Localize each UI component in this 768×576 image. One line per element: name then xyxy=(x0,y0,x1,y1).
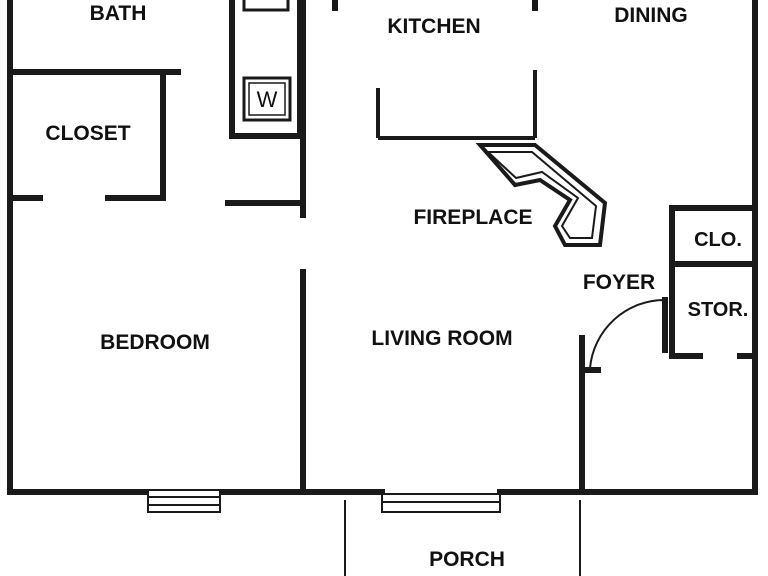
label-closet: CLOSET xyxy=(45,122,130,145)
washer-label: W xyxy=(257,87,278,112)
foyer-door xyxy=(589,297,668,369)
washer-icon: W xyxy=(242,76,292,122)
label-dining: DINING xyxy=(614,4,688,27)
label-porch: PORCH xyxy=(429,548,505,571)
appliance-top xyxy=(242,0,290,12)
label-clo: CLO. xyxy=(694,229,742,251)
label-bedroom: BEDROOM xyxy=(100,331,210,354)
label-living-room: LIVING ROOM xyxy=(371,327,512,350)
bedroom-window xyxy=(147,489,221,513)
label-storage: STOR. xyxy=(688,299,749,321)
label-fireplace: FIREPLACE xyxy=(413,206,532,229)
living-room-window xyxy=(381,493,501,513)
label-bath: BATH xyxy=(90,2,147,25)
fireplace-shape xyxy=(475,143,608,247)
label-foyer: FOYER xyxy=(583,271,655,294)
label-kitchen: KITCHEN xyxy=(387,15,480,38)
